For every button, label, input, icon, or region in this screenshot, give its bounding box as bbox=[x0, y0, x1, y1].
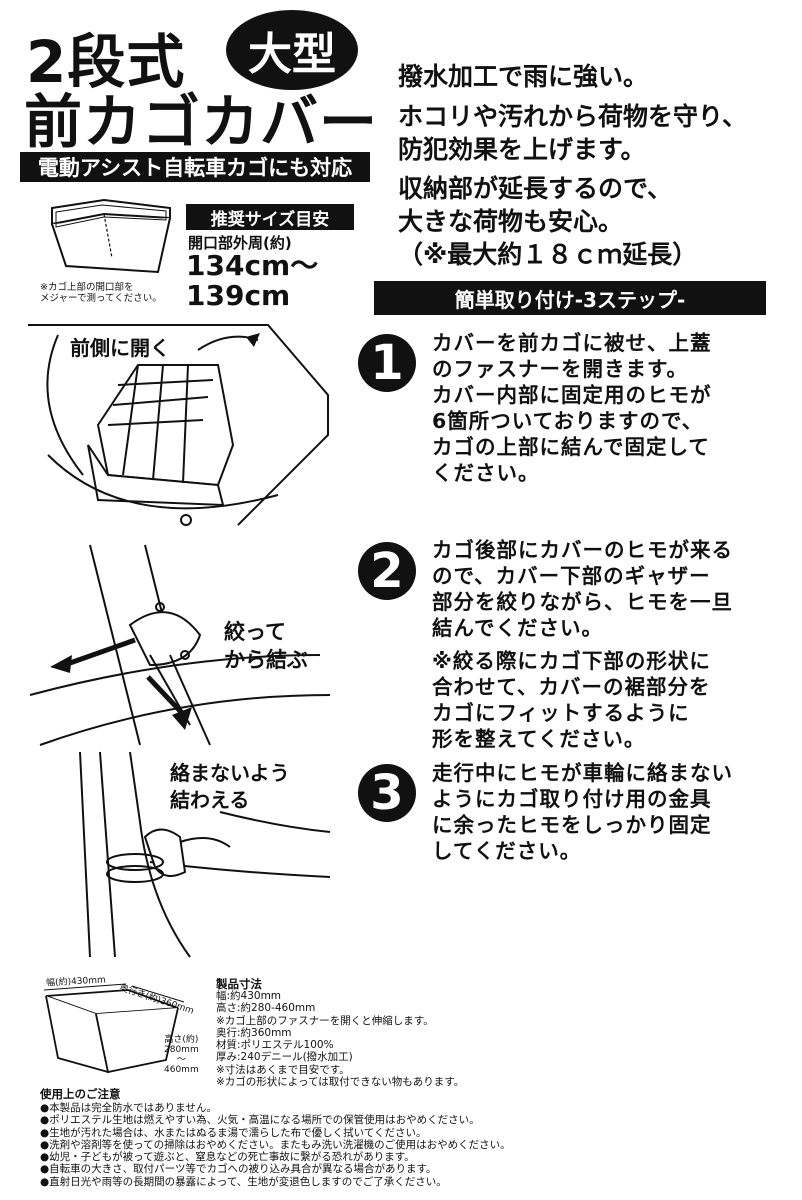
step3-illustration bbox=[79, 751, 331, 958]
title-line-2: 前カゴカバー bbox=[24, 88, 379, 156]
step2-note: ※絞る際にカゴ下部の形状に 合わせて、カバーの裾部分を カゴにフィットするように… bbox=[432, 649, 711, 751]
steps-header: 簡単取り付け-3ステップ- bbox=[374, 281, 766, 315]
basket-outline-illustration bbox=[51, 198, 171, 274]
subtitle-bar: 電動アシスト自転車カゴにも対応 bbox=[20, 152, 370, 182]
feature-line-4: 収納部が延長するので、 bbox=[398, 174, 673, 203]
caution-item: ●洗剤や溶剤等を使っての掃除はおやめください。またもみ洗い洗濯機のご使用はおやめ… bbox=[40, 1138, 511, 1151]
step3-number: 3 bbox=[358, 764, 416, 822]
dims-line: ※カゴ上部のファスナーを開くと伸縮します。 bbox=[216, 1014, 434, 1027]
size-guide-heading: 推奨サイズ目安 bbox=[186, 204, 354, 230]
dims-line: 奥行:約360mm bbox=[216, 1026, 292, 1039]
feature-line-5: 大きな荷物も安心。 bbox=[398, 207, 624, 236]
dims-line: 厚み:240デニール(撥水加工) bbox=[216, 1051, 353, 1064]
caution-item: ●本製品は完全防水ではありません。 bbox=[40, 1102, 217, 1114]
steps-header-text: 簡単取り付け-3ステップ- bbox=[454, 287, 686, 312]
feature-line-3: 防犯効果を上げます。 bbox=[398, 135, 646, 164]
feature-line-1: 撥水加工で雨に強い。 bbox=[398, 62, 649, 91]
dims-title: 製品寸法 bbox=[216, 977, 262, 991]
measure-note: ※カゴ上部の開口部を メジャーで測ってください。 bbox=[40, 282, 162, 304]
caution-item: ●ポリエステル生地は燃えやすい為、火気・高温になる場所での保管使用はおやめくださ… bbox=[40, 1114, 480, 1127]
feature-line-6: （※最大約１８ｃｍ延長） bbox=[398, 240, 698, 269]
dims-line: ※寸法はあくまで目安です。 bbox=[216, 1063, 350, 1076]
title-line-1: 2段式 bbox=[26, 28, 186, 96]
step3-text: 走行中にヒモが車輪に絡まない ようにカゴ取り付け用の金具 に余ったヒモをしっかり… bbox=[432, 761, 733, 863]
illustration1-label: 前側に開く bbox=[68, 332, 172, 361]
size-value-1: 134cm～ bbox=[186, 249, 319, 282]
step2-number-text: 2 bbox=[370, 543, 404, 599]
illustration2-label: 絞って から結ぶ bbox=[224, 620, 308, 672]
step2-illustration bbox=[29, 544, 331, 746]
cautions-list: ●本製品は完全防水ではありません。 ●ポリエステル生地は燃えやすい為、火気・高温… bbox=[40, 1102, 511, 1188]
step1-illustration bbox=[28, 324, 329, 526]
size-guide-label: 開口部外周(約) bbox=[188, 234, 292, 252]
dims-line: 幅:約430mm bbox=[216, 990, 282, 1002]
step1-number-text: 1 bbox=[370, 335, 404, 391]
cautions-title: 使用上のご注意 bbox=[40, 1087, 121, 1101]
subtitle-text: 電動アシスト自転車カゴにも対応 bbox=[37, 156, 353, 180]
step1-number: 1 bbox=[358, 334, 416, 392]
step3-number-text: 3 bbox=[370, 765, 404, 821]
dims-line: ※カゴの形状によっては取付できない物もあります。 bbox=[216, 1076, 465, 1089]
step1-text: カバーを前カゴに被せ、上蓋 のファスナーを開きます。 カバー内部に固定用のヒモが… bbox=[432, 331, 712, 485]
size-guide-heading-text: 推奨サイズ目安 bbox=[210, 209, 330, 230]
feature-line-2: ホコリや汚れから荷物を守り、 bbox=[398, 102, 748, 131]
size-badge: 大型 bbox=[226, 10, 358, 90]
caution-item: ●幼児・子どもが被って遊ぶと、窒息などの死亡事故に繋がる恐れがあります。 bbox=[40, 1151, 415, 1164]
badge-text: 大型 bbox=[248, 29, 336, 80]
product-height-label: 高さ(約) 280mm ～ 460mm bbox=[164, 1035, 199, 1075]
dims-list: 幅:約430mm 高さ:約280-460mm ※カゴ上部のファスナーを開くと伸縮… bbox=[216, 990, 464, 1088]
dims-line: 材質:ポリエステル100% bbox=[216, 1039, 334, 1052]
size-value-2: 139cm bbox=[186, 279, 291, 312]
caution-item: ●直射日光や雨等の長期間の暴露によって、生地が変退色しますのでご了承ください。 bbox=[40, 1175, 447, 1188]
caution-item: ●自転車の大きさ、取付パーツ等でカゴへの被り込み具合が異なる場合があります。 bbox=[40, 1163, 437, 1176]
illustration3-label: 絡まないよう 結わえる bbox=[170, 761, 290, 812]
caution-item: ●生地が汚れた場合は、水またはぬるま湯で濡らした布で優しく拭いてください。 bbox=[40, 1126, 427, 1139]
product-box-diagram bbox=[43, 983, 185, 1074]
step2-text: カゴ後部にカバーのヒモが来る ので、カバー下部のギャザー 部分を絞りながら、ヒモ… bbox=[432, 538, 733, 640]
step2-number: 2 bbox=[358, 542, 416, 600]
dims-line: 高さ:約280-460mm bbox=[216, 1002, 316, 1015]
